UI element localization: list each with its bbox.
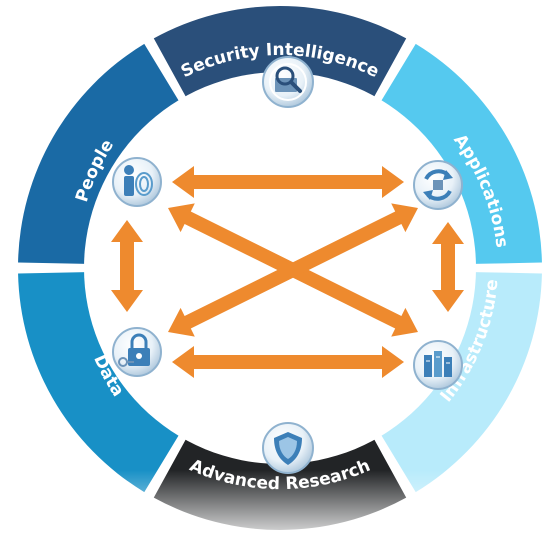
connection-arrows bbox=[111, 166, 464, 378]
arrow-people-data bbox=[111, 220, 143, 312]
segment-security-intelligence bbox=[153, 5, 407, 98]
shield-icon bbox=[262, 422, 314, 474]
security-analytics-icon bbox=[262, 56, 314, 108]
segment-people bbox=[18, 43, 180, 264]
arrow-applications-infrastructure bbox=[432, 222, 464, 312]
applications-cycle-icon bbox=[413, 160, 463, 210]
lock-key-icon bbox=[112, 327, 162, 377]
person-fingerprint-icon bbox=[112, 157, 162, 207]
arrow-people-applications bbox=[172, 166, 404, 198]
servers-infrastructure-icon bbox=[413, 340, 463, 390]
arrow-data-infrastructure bbox=[172, 346, 404, 378]
segment-data bbox=[18, 272, 180, 493]
bottom-fade bbox=[0, 470, 560, 540]
segment-applications bbox=[380, 43, 542, 264]
segment-infrastructure bbox=[380, 272, 542, 493]
arrow-data-applications bbox=[168, 203, 418, 337]
